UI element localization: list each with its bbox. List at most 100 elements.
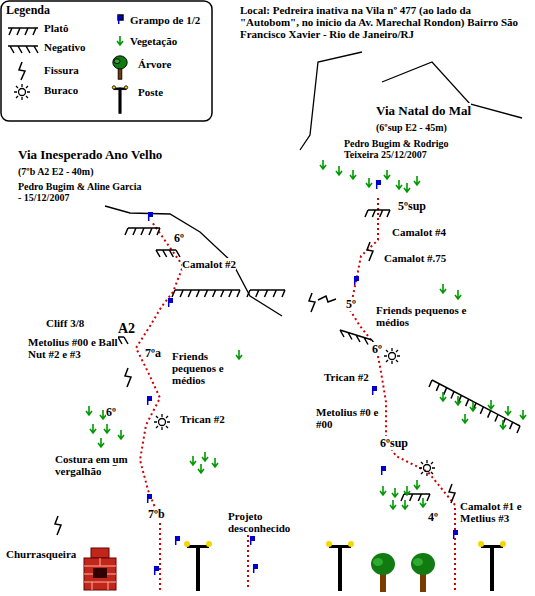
hole-symbol	[154, 414, 170, 430]
veg-symbol	[86, 406, 92, 415]
route-note: A2	[118, 321, 135, 336]
bolt-symbol	[148, 212, 153, 221]
route-note: Local: Pedreira inativa na Vila nº 477 (…	[240, 4, 532, 40]
route-note: 6º	[106, 406, 116, 419]
veg-symbol	[366, 178, 372, 187]
topo-stroke	[309, 293, 315, 312]
route-note: Via Natal do Mal	[376, 104, 471, 118]
topo-stroke	[247, 290, 285, 297]
veg-symbol	[455, 396, 461, 405]
veg-symbol	[462, 414, 468, 423]
route-note: Pedro Bugim & Aline Garcia - 15/12/2007	[18, 181, 143, 203]
bolt-symbol	[250, 536, 255, 545]
bolt-symbol	[168, 298, 173, 307]
route-note: Camalot #1 e Metlius #3	[460, 500, 532, 524]
tree-symbol	[411, 553, 435, 592]
route-note: Camalot #.75	[384, 252, 446, 264]
bolt-symbol	[147, 494, 152, 503]
route-note: 7ºa	[145, 347, 161, 360]
veg-symbol	[90, 424, 96, 433]
bolt-symbol	[175, 536, 180, 545]
veg-symbol	[440, 284, 446, 293]
cliff-outline	[105, 52, 522, 316]
hole-symbol	[419, 460, 435, 476]
veg-symbol	[98, 438, 104, 447]
route-note: (7ºb A2 E2 - 40m)	[18, 166, 94, 177]
route-note: Trican #2	[180, 413, 225, 425]
bolt-symbol	[453, 530, 458, 539]
route-note: Costura em um vergalhão	[55, 453, 135, 477]
veg-symbol	[202, 452, 208, 461]
route-note: Pedro Bugim & Rodrigo Teixeira 25/12/200…	[344, 138, 469, 160]
hole-symbol	[384, 348, 400, 364]
veg-symbol	[414, 176, 420, 185]
route-note: Trican #2	[324, 371, 369, 383]
veg-symbol	[404, 486, 410, 495]
veg-symbol	[455, 290, 461, 299]
legend-text: Fissura	[44, 64, 79, 76]
route-note: 7ºb	[148, 508, 165, 521]
bolt-symbol	[372, 386, 377, 395]
route-note: 6º	[174, 232, 184, 245]
bolt-symbol	[354, 276, 359, 285]
veg-symbol	[104, 424, 110, 433]
topo-stroke	[125, 368, 131, 387]
legend-text: Grampo de 1/2	[130, 14, 200, 26]
bolt-symbol	[253, 564, 258, 573]
route-note: Friends pequenos e médios	[376, 304, 474, 328]
legend-text: Poste	[138, 86, 163, 98]
bolt-symbol	[154, 566, 159, 575]
bolt-symbol	[381, 466, 386, 475]
legend-text: Buraco	[44, 84, 78, 96]
post-symbol	[326, 541, 354, 591]
route-note: 6º	[372, 343, 382, 356]
veg-symbol	[236, 350, 242, 359]
topo-stroke	[365, 210, 390, 217]
veg-symbol	[380, 486, 386, 495]
route-note: Cliff 3/8	[46, 317, 84, 329]
route-note: 5º	[346, 298, 356, 311]
topo-stroke	[125, 228, 160, 235]
veg-symbol	[520, 410, 526, 419]
topo-stroke	[156, 250, 180, 257]
veg-symbol	[320, 160, 326, 169]
topo-symbols	[55, 160, 526, 592]
route-note: 5ºsup	[398, 200, 426, 213]
veg-symbol	[350, 170, 356, 179]
legend-frame	[1, 1, 212, 121]
route-note: Metolius #00 e Ball Nut #2 e #3	[28, 336, 124, 360]
veg-symbol	[505, 406, 511, 415]
veg-symbol	[212, 458, 218, 467]
route-line	[136, 196, 455, 590]
veg-symbol	[118, 430, 124, 439]
route-note: Via Inesperado Ano Velho	[18, 148, 162, 162]
veg-symbol	[392, 488, 398, 497]
legend-heading: Legenda	[6, 4, 50, 17]
legend-text: Platô	[44, 22, 68, 34]
veg-symbol	[396, 180, 402, 189]
legend-symbols	[8, 15, 128, 113]
veg-symbol	[420, 498, 426, 507]
route-note: Projeto desconhecido	[228, 510, 302, 534]
route-note: Metolius #0 e #00	[316, 406, 394, 430]
veg-symbol	[488, 400, 494, 409]
topo-stroke	[340, 330, 376, 347]
veg-symbol	[440, 392, 446, 401]
barbecue-icon	[84, 548, 116, 590]
route-note: Friends pequenos e médios	[172, 350, 234, 386]
topo-stroke	[429, 380, 520, 433]
legend-text: Vegetação	[130, 35, 177, 47]
route-note: (6ºsup E2 - 45m)	[376, 122, 447, 133]
topo-stroke	[318, 296, 336, 302]
veg-symbol	[390, 500, 396, 509]
topo-stroke	[172, 290, 240, 297]
route-note: Camalot #2	[182, 258, 236, 270]
veg-symbol	[404, 183, 410, 192]
legend-text: Árvore	[138, 58, 171, 70]
post-symbol	[184, 541, 212, 591]
route-note: 4º	[428, 511, 438, 524]
veg-symbol	[198, 464, 204, 473]
bolt-symbol	[147, 396, 152, 405]
